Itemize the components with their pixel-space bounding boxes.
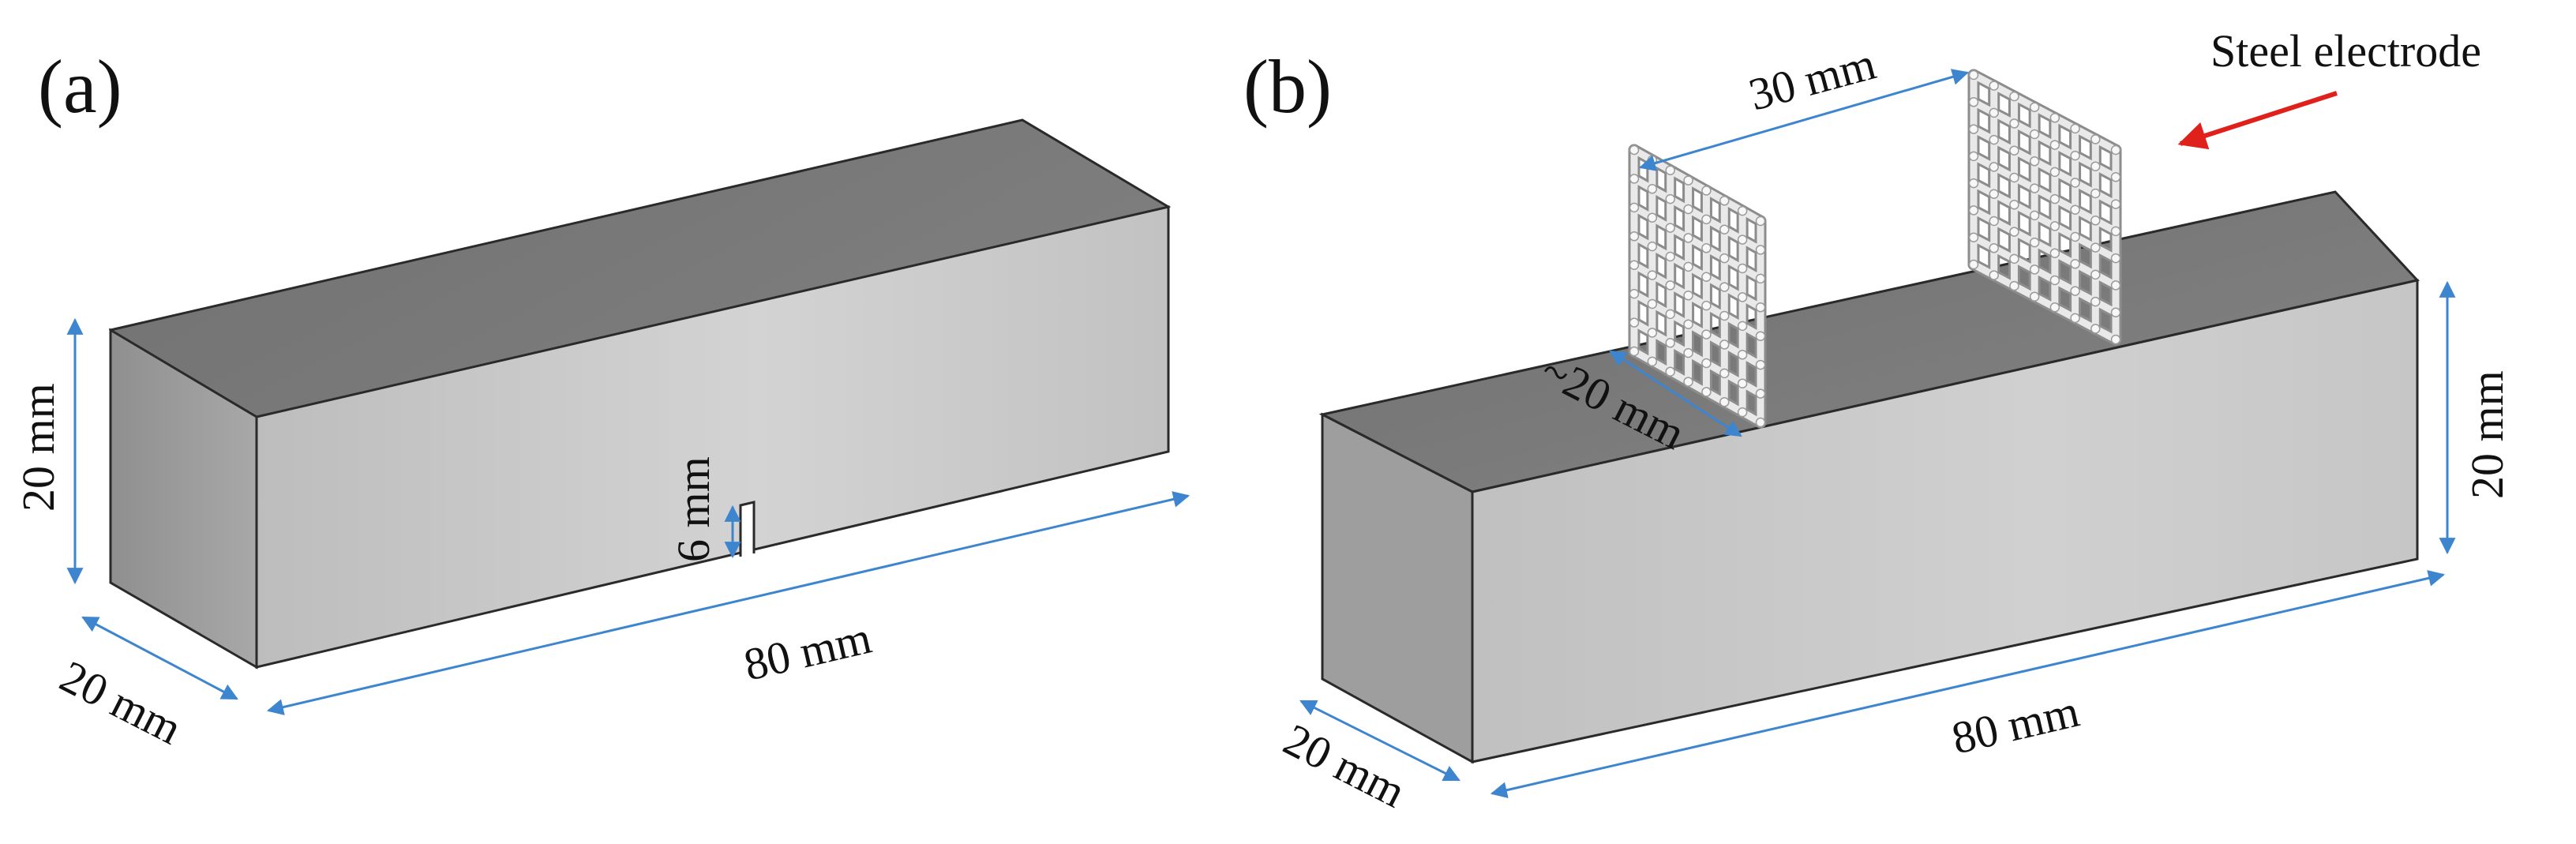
dim-a-length-label: 80 mm [739, 612, 876, 691]
dim-line-a-depth [81, 616, 238, 700]
specimen-block-a [108, 118, 1172, 670]
panel-b: (b) Steel electrode 30 mm ~20 mm 20 mm 2… [1243, 25, 2513, 817]
dim-line-b-electrode-width [1609, 350, 1742, 437]
electrode-callout-arrow [2177, 91, 2338, 150]
dim-line-a-length [266, 491, 1191, 715]
dim-line-b-spacing [1638, 69, 1970, 171]
dim-a-height-label: 20 mm [13, 383, 64, 512]
notch [739, 501, 756, 557]
specimen-block-b [1318, 190, 2420, 764]
dim-b-height-label: 20 mm [2462, 370, 2513, 499]
panel-a: (a) 20 mm 20 mm 80 mm 6 mm [13, 44, 1191, 755]
dim-b-length-label: 80 mm [1947, 685, 2083, 764]
panel-b-label: (b) [1243, 44, 1332, 129]
dim-notch-label: 6 mm [668, 456, 719, 562]
steel-electrode-right [1967, 69, 2122, 346]
dim-b-depth-label: 20 mm [1276, 714, 1414, 818]
dim-line-b-depth [1299, 700, 1460, 782]
electrode-callout-label: Steel electrode [2210, 25, 2481, 77]
dim-line-b-length [1490, 570, 2446, 798]
dim-a-depth-label: 20 mm [52, 651, 190, 755]
panel-a-label: (a) [38, 44, 122, 129]
dim-b-spacing-label: 30 mm [1744, 38, 1881, 121]
